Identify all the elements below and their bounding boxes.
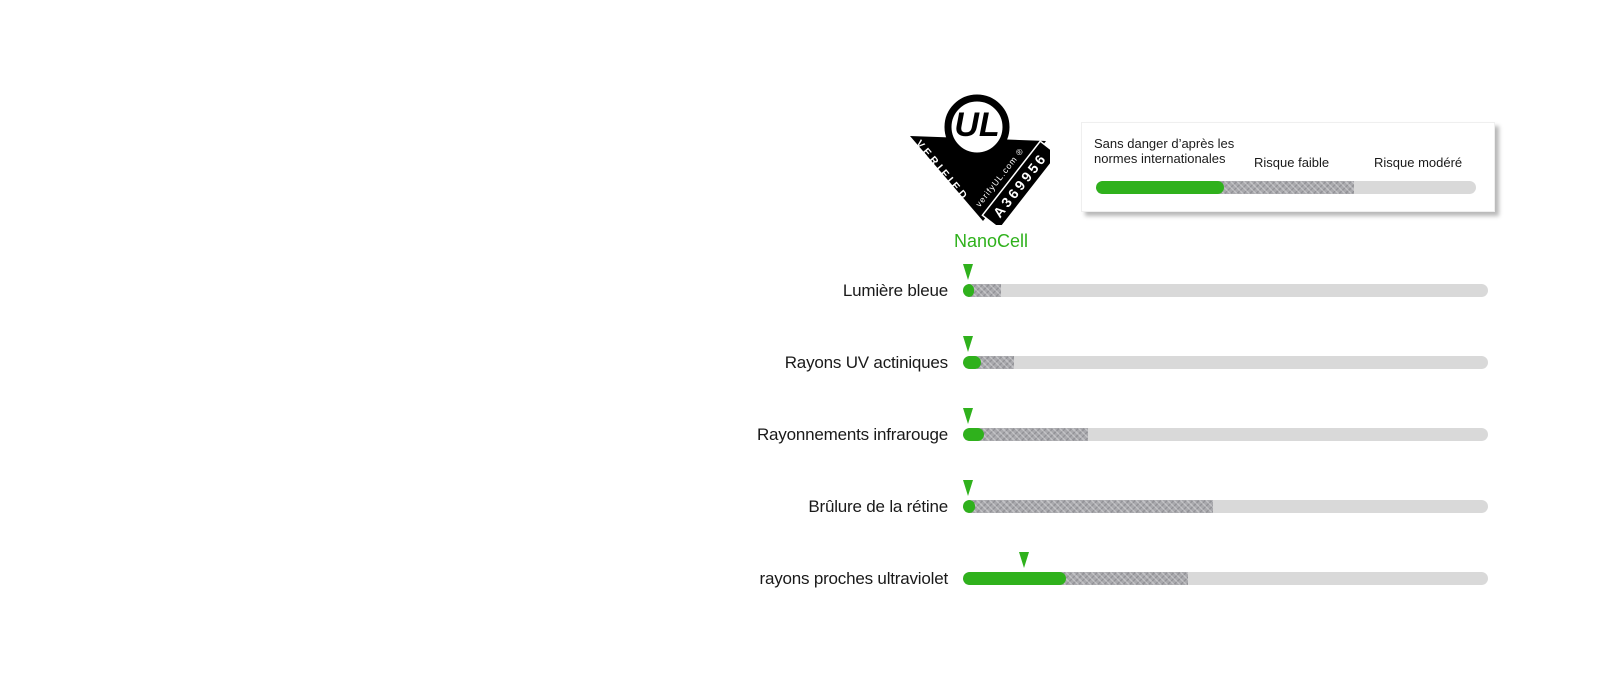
nanocell-label: NanoCell [953,231,1029,251]
risk-bar [963,284,1488,297]
nanocell-marker-icon [1018,552,1029,568]
legend-low-label: Risque faible [1254,155,1330,170]
risk-bar [963,356,1488,369]
risk-low-segment [963,428,1088,441]
risk-row-label: Rayons UV actiniques [784,353,948,372]
risk-row-label: rayons proches ultraviolet [759,569,948,588]
legend-safe-label: Sans danger d’après les normes internati… [1094,136,1264,166]
risk-row-label: Lumière bleue [842,281,948,300]
ul-logo-circle [944,94,1010,160]
risk-bar [963,428,1488,441]
ul-logo-text: UL [954,106,999,144]
risk-low-segment [963,500,1213,513]
risk-bar [963,500,1488,513]
nanocell-marker-icon [963,408,974,424]
safe-segment [963,284,975,297]
safe-segment [963,428,984,441]
risk-row-label: Brûlure de la rétine [808,497,948,516]
legend-safe-line1: Sans danger d’après les [1094,136,1235,151]
nanocell-marker-icon [963,480,974,496]
risk-bar [963,572,1488,585]
safe-segment [1096,181,1225,194]
legend-card: Sans danger d’après les normes internati… [1081,122,1495,212]
risk-row-label: Rayonnements infrarouge [756,425,948,444]
legend-moderate-label: Risque modéré [1374,155,1463,170]
nanocell-marker-icon [963,336,974,352]
safe-segment [963,572,1066,585]
safe-segment [963,500,976,513]
safe-segment [963,356,981,369]
ul-verified-badge: A369956 verifyUL.com ® VERIFIED UL [910,94,1050,225]
nanocell-marker-icon [963,264,974,280]
legend-scale-bar [1096,181,1476,194]
legend-safe-line2: normes internationales [1094,151,1226,166]
badge-triangle [910,136,1046,221]
